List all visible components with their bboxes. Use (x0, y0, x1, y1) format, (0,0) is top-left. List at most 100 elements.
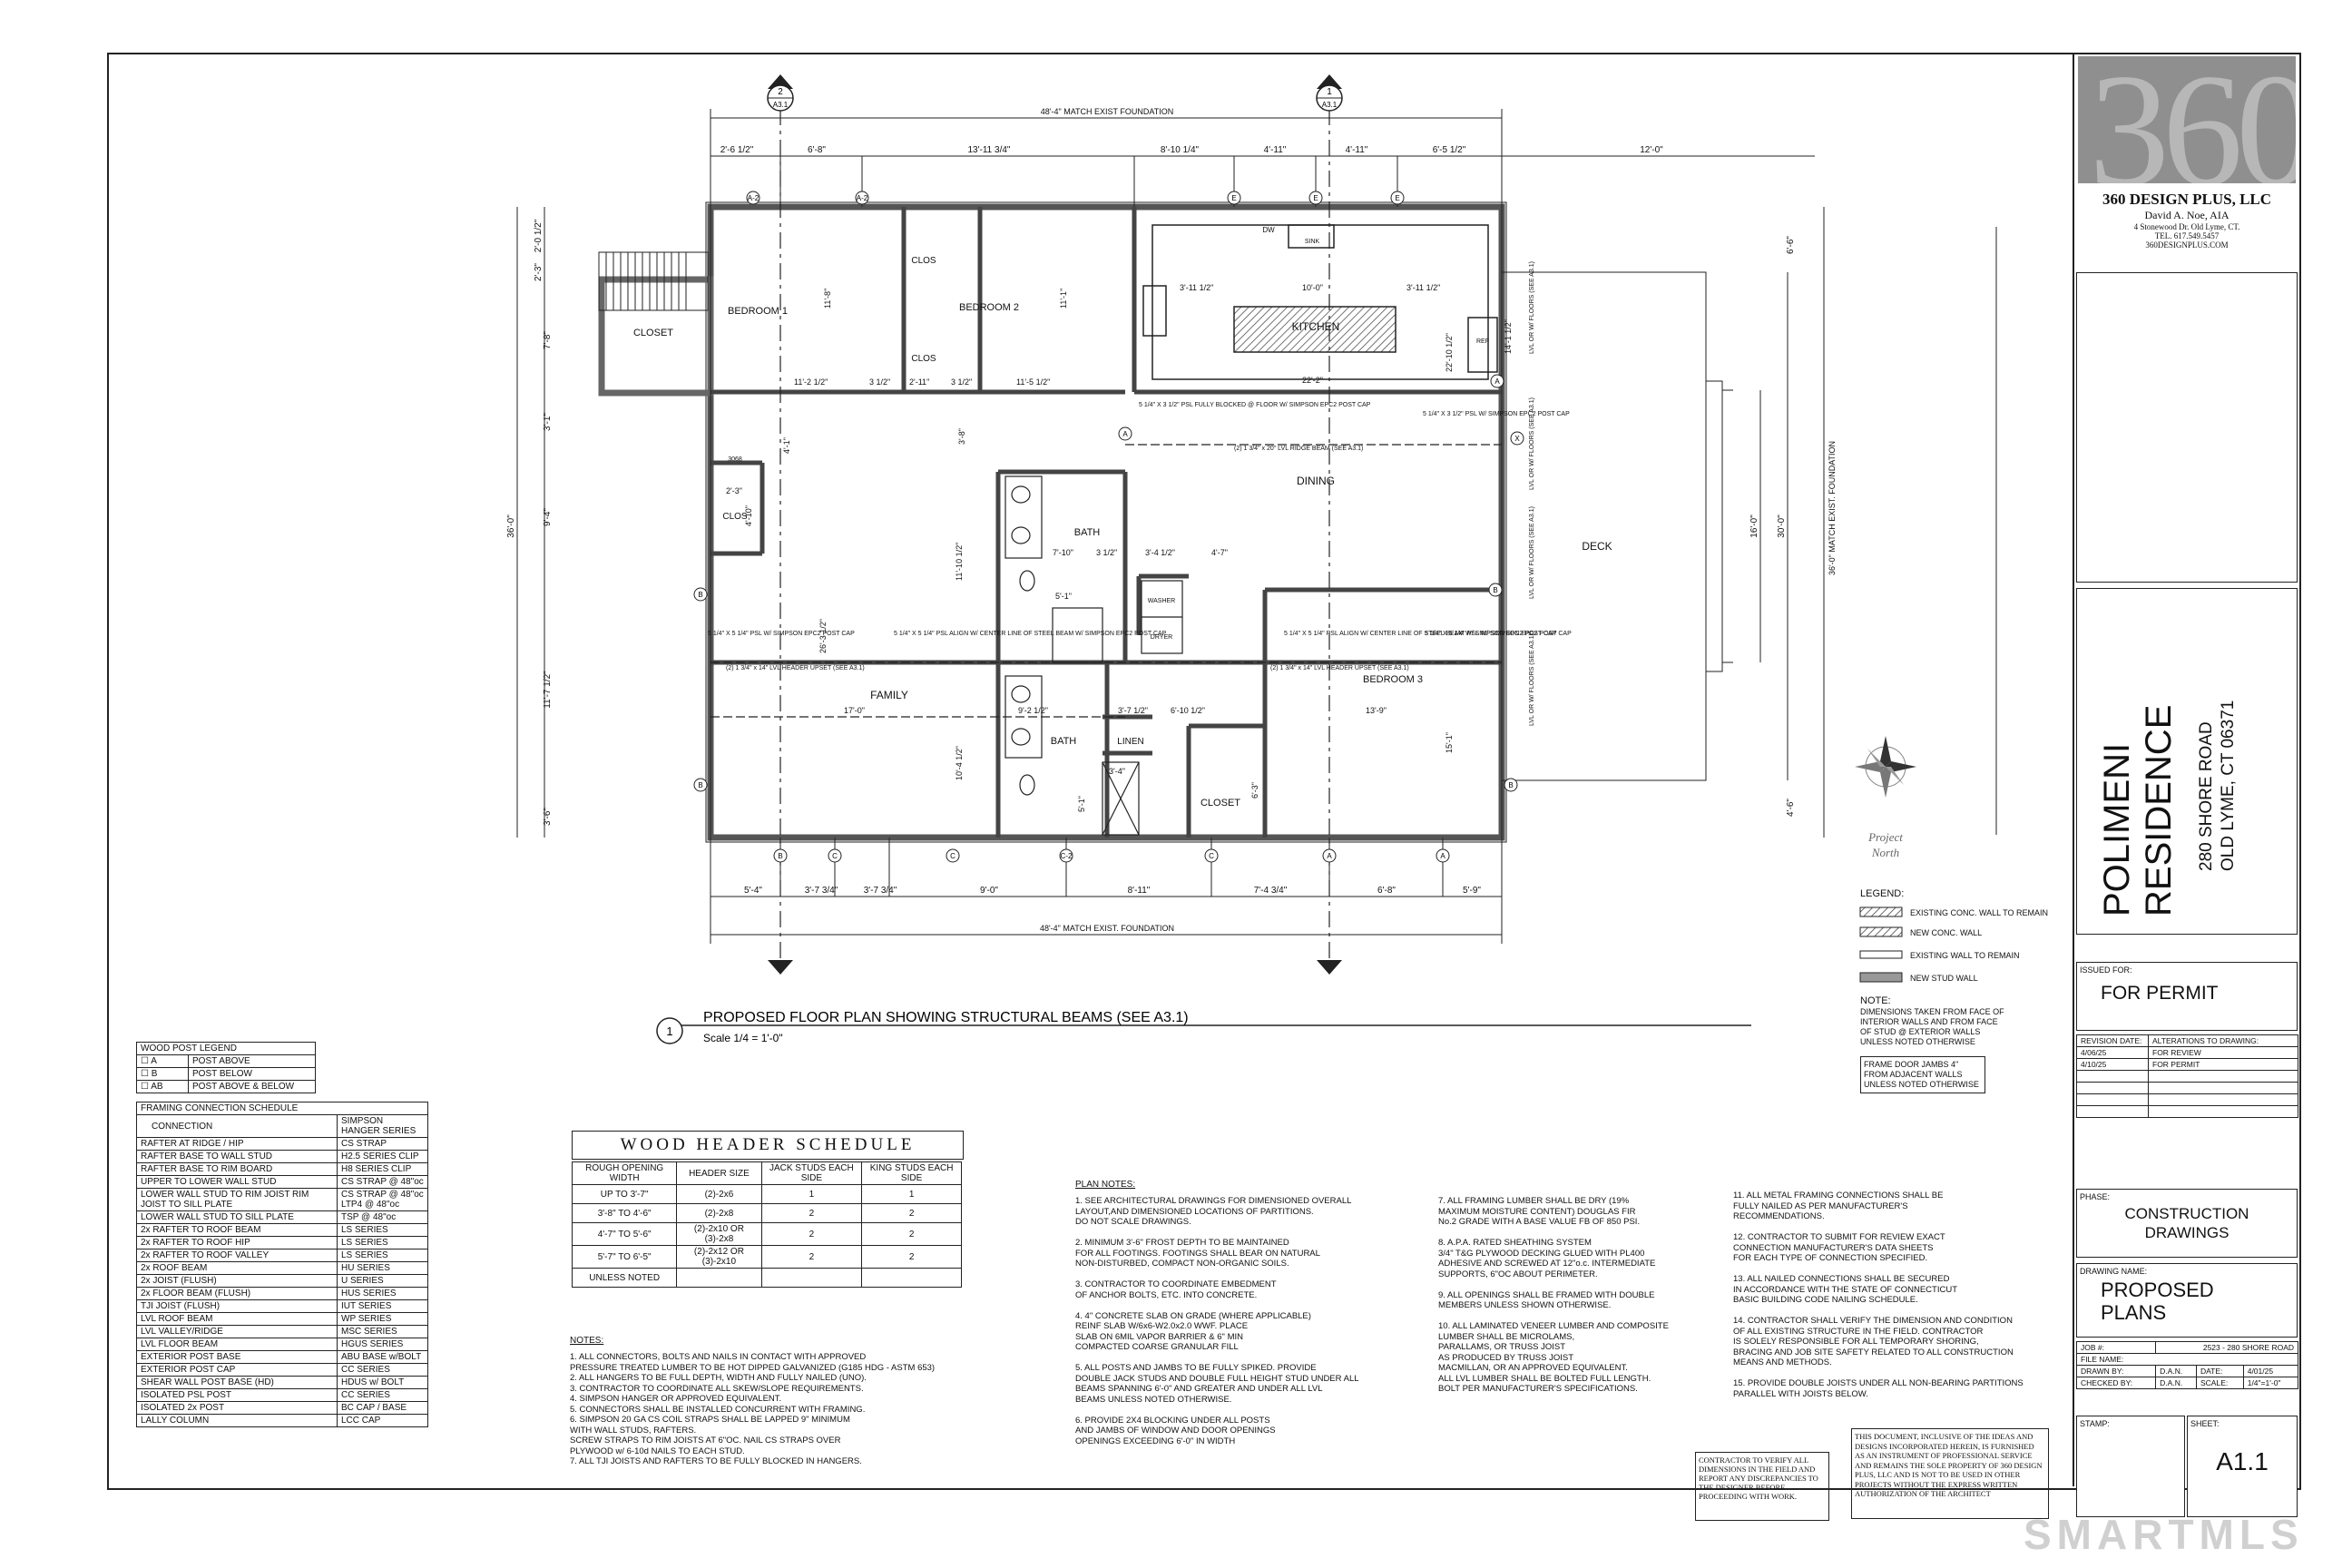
side-note: LVL OR W/ FLOORS (SEE A3.1) (1529, 397, 1535, 490)
room-closet-1: CLOSET (633, 328, 673, 338)
beam-note: 5 1/4" X 5 1/4" PSL ALIGN W/ CENTER LINE… (1284, 631, 1557, 637)
svg-text:C-2: C-2 (1061, 852, 1073, 860)
dim-left: 2'-0 1/2" (534, 219, 544, 252)
framing-row: TJI JOIST (FLUSH)IUT SERIES (136, 1299, 428, 1313)
svg-text:C: C (950, 852, 956, 860)
room-bedroom-2: BEDROOM 2 (959, 302, 1019, 313)
dim-bottom: 7'-4 3/4" (1254, 886, 1288, 896)
stamp-box: STAMP: (2076, 1416, 2185, 1517)
header-cell (861, 1268, 962, 1288)
svg-text:3'-11 1/2": 3'-11 1/2" (1180, 283, 1213, 292)
svg-text:6'-3": 6'-3" (1250, 782, 1259, 799)
svg-text:11'-2 1/2": 11'-2 1/2" (794, 377, 828, 387)
dim-right: 30'-0" (1777, 514, 1787, 538)
svg-text:4'-7": 4'-7" (1211, 548, 1228, 557)
svg-text:17'-0": 17'-0" (844, 706, 865, 715)
side-note: LVL OR W/ FLOORS (SEE A3.1) (1529, 261, 1535, 354)
post-desc: POST BELOW (188, 1067, 316, 1081)
dim-right: 6'-6" (1786, 236, 1796, 254)
dim-bottom: 9'-0" (980, 886, 998, 896)
svg-text:3'-7 1/2": 3'-7 1/2" (1118, 706, 1148, 715)
section-marker-2: 2 A3.1 (767, 74, 794, 112)
dim-left: 2'-3" (534, 263, 544, 281)
header-schedule-title: WOOD HEADER SCHEDULE (572, 1131, 964, 1160)
wood-header-schedule: ROUGH OPENING WIDTH HEADER SIZE JACK STU… (571, 1161, 962, 1288)
header-cell: 1 (861, 1184, 962, 1204)
dim-top: 8'-10 1/4" (1161, 145, 1200, 155)
dim-top: 2'-6 1/2" (720, 145, 754, 155)
room-bedroom-1: BEDROOM 1 (728, 306, 788, 317)
plan-notes-col3: 11. ALL METAL FRAMING CONNECTIONS SHALL … (1733, 1191, 2024, 1399)
svg-text:NEW STUD WALL: NEW STUD WALL (1910, 974, 1978, 983)
north-label: Project (1867, 830, 1903, 844)
beam-note: (2) 1 3/4" x 20" LVL RIDGE BEAM (SEE A3.… (1234, 446, 1363, 452)
svg-text:PROPOSED FLOOR PLAN SHOWING ST: PROPOSED FLOOR PLAN SHOWING STRUCTURAL B… (703, 1010, 1189, 1025)
contractor-note: CONTRACTOR TO VERIFY ALL DIMENSIONS IN T… (1695, 1452, 1829, 1521)
dim-bottom: 6'-8" (1377, 886, 1396, 896)
framing-hanger: MSC SERIES (337, 1325, 428, 1338)
dim-bottom: 5'-4" (744, 886, 762, 896)
room-clos-3: CLOS (722, 512, 748, 522)
header-cell: 4'-7" TO 5'-6" (571, 1222, 678, 1246)
svg-text:2: 2 (778, 87, 783, 97)
svg-text:NOTE:: NOTE: (1860, 995, 1891, 1006)
svg-text:4'-10": 4'-10" (744, 505, 753, 526)
svg-text:11'-5 1/2": 11'-5 1/2" (1016, 377, 1050, 387)
framing-hanger: LS SERIES (337, 1236, 428, 1250)
firm-website: 360DESIGNPLUS.COM (2145, 240, 2229, 250)
svg-text:1: 1 (666, 1024, 672, 1038)
header-col: ROUGH OPENING WIDTH (571, 1161, 678, 1185)
stair (598, 251, 709, 311)
framing-hanger: WP SERIES (337, 1312, 428, 1326)
dim-left: 3'-1" (543, 413, 553, 431)
drawing-name-box: DRAWING NAME: PROPOSED PLANS (2076, 1263, 2298, 1338)
svg-text:10'-0": 10'-0" (1302, 283, 1323, 292)
svg-text:E: E (1395, 194, 1399, 202)
dim-left: 9'-4" (543, 508, 553, 526)
svg-text:10'-4 1/2": 10'-4 1/2" (955, 746, 964, 780)
dim-left: 3'-6" (543, 808, 553, 826)
match-foundation-top: 48'-4" MATCH EXIST FOUNDATION (1041, 107, 1173, 116)
header-cell: 2 (760, 1245, 863, 1269)
svg-text:C: C (1209, 852, 1214, 860)
framing-schedule-title: FRAMING CONNECTION SCHEDULE (136, 1102, 428, 1115)
room-closet-2: CLOSET (1200, 798, 1240, 808)
svg-text:E: E (1231, 194, 1236, 202)
framing-hanger: CS STRAP (337, 1137, 428, 1151)
label-washer: WASHER (1148, 598, 1175, 604)
framing-connection: 2x RAFTER TO ROOF HIP (136, 1236, 338, 1250)
svg-text:A3.1: A3.1 (773, 101, 789, 109)
svg-text:9'-2 1/2": 9'-2 1/2" (1018, 706, 1048, 715)
header-cell: 2 (760, 1203, 863, 1223)
section-cut-lines (779, 109, 1330, 962)
svg-text:6'-10 1/2": 6'-10 1/2" (1171, 706, 1205, 715)
svg-text:Scale 1/4 = 1'-0": Scale 1/4 = 1'-0" (703, 1032, 783, 1044)
framing-hanger: CC SERIES (337, 1388, 428, 1402)
header-cell: 2 (861, 1222, 962, 1246)
beams (710, 444, 1502, 718)
svg-text:1: 1 (1327, 87, 1332, 97)
framing-hanger: TSP @ 48"oc (337, 1210, 428, 1224)
post-desc: POST ABOVE (188, 1054, 316, 1068)
header-cell: 2 (760, 1222, 863, 1246)
project-box (2076, 588, 2298, 935)
framing-connection: RAFTER BASE TO WALL STUD (136, 1150, 338, 1163)
svg-text:E: E (1313, 194, 1318, 202)
framing-connection: 2x JOIST (FLUSH) (136, 1274, 338, 1288)
framing-connection: RAFTER BASE TO RIM BOARD (136, 1162, 338, 1176)
header-cell: 2 (861, 1245, 962, 1269)
label-dw: DW (1262, 226, 1275, 234)
framing-row: LOWER WALL STUD TO RIM JOIST RIM JOIST T… (136, 1188, 428, 1211)
framing-hanger: IUT SERIES (337, 1299, 428, 1313)
svg-text:22'-10 1/2": 22'-10 1/2" (1445, 333, 1454, 372)
room-clos-1: CLOS (911, 256, 936, 266)
section-marker-bottom-2 (768, 960, 1342, 975)
room-family: FAMILY (870, 689, 908, 701)
beam-note: 5 1/4" X 5 1/4" PSL ALIGN W/ CENTER LINE… (894, 631, 1167, 637)
framing-hanger: H8 SERIES CLIP (337, 1162, 428, 1176)
